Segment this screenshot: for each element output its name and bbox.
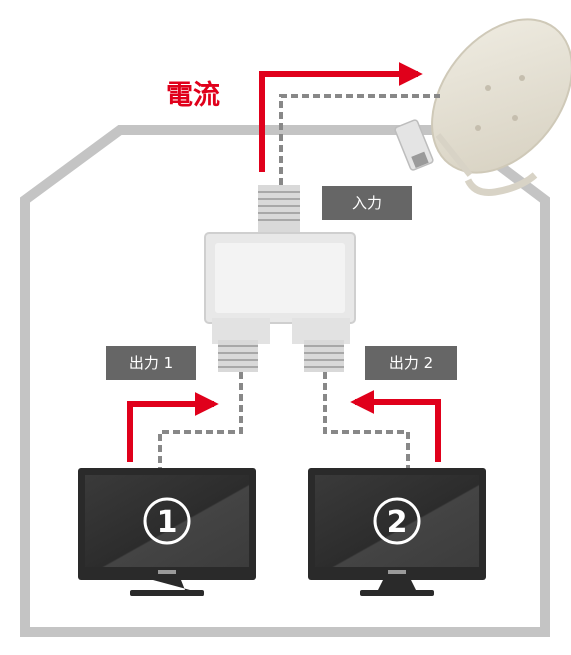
current-label: 電流 [166, 80, 220, 111]
splitter-body [204, 232, 356, 344]
input-label-box: 入力 [322, 186, 412, 220]
signal-line-dish-to-splitter [279, 94, 440, 185]
splitter-output-connector-1 [218, 340, 258, 372]
tv-1-number: 1 [157, 505, 178, 540]
output2-label: 出力 2 [389, 354, 433, 372]
current-arrow-to-dish [259, 62, 423, 172]
splitter-output-connector-2 [304, 340, 344, 372]
signal-line-output1-to-tv1 [158, 372, 243, 470]
satellite-dish-icon [394, 18, 571, 196]
output1-label-box: 出力 1 [106, 346, 196, 380]
splitter-input-connector [258, 185, 300, 235]
output1-label: 出力 1 [129, 354, 173, 372]
input-label: 入力 [352, 194, 382, 212]
tv-2: 2 [308, 468, 486, 596]
tv-2-number: 2 [387, 505, 408, 540]
output2-label-box: 出力 2 [365, 346, 457, 380]
tv-1: 1 [78, 468, 256, 596]
current-arrow-tv1 [127, 392, 219, 462]
signal-line-output2-to-tv2 [323, 372, 410, 470]
current-arrow-tv2 [350, 390, 441, 462]
